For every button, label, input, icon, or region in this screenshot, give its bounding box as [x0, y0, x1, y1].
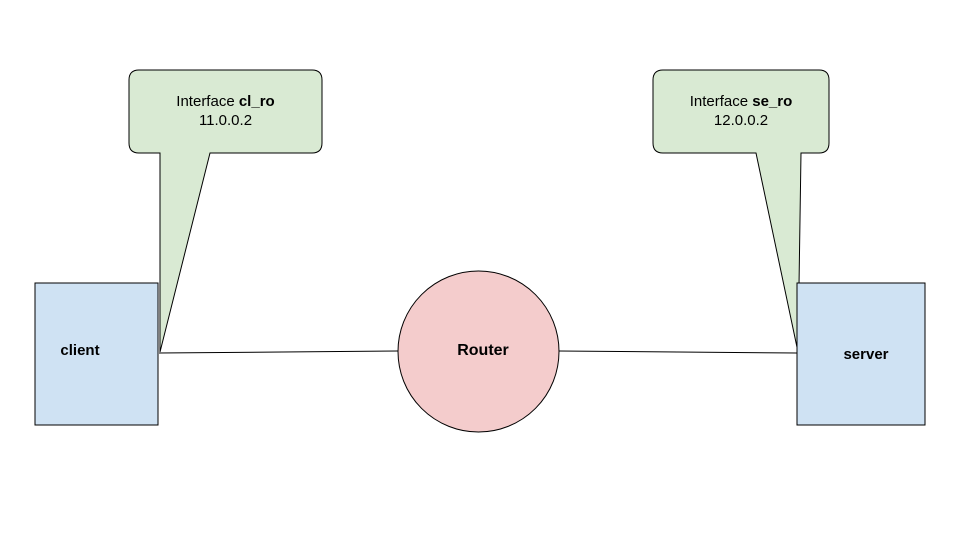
callout-right-bubble [652, 69, 830, 353]
link-router-server [558, 350, 798, 354]
callout-right-ip: 12.0.0.2 [713, 112, 769, 129]
router-node [397, 270, 560, 433]
callout-left-bubble [128, 69, 323, 353]
callout-left-prefix: Interface [176, 93, 239, 110]
client-label: client [60, 342, 100, 359]
callout-right-interface-name: se_ro [752, 93, 793, 110]
callout-left-ip: 11.0.0.2 [198, 112, 253, 129]
server-node [796, 282, 926, 426]
client-node [34, 282, 159, 426]
callout-right-text: Interface se_ro 12.0.0.2 [653, 92, 829, 130]
link-client-router [158, 350, 399, 354]
callout-left-text: Interface cl_ro 11.0.0.2 [129, 92, 322, 130]
server-label: server [843, 346, 889, 363]
router-label: Router [457, 342, 509, 359]
callout-right-prefix: Interface [689, 93, 753, 110]
callout-left-interface-name: cl_ro [238, 93, 275, 110]
